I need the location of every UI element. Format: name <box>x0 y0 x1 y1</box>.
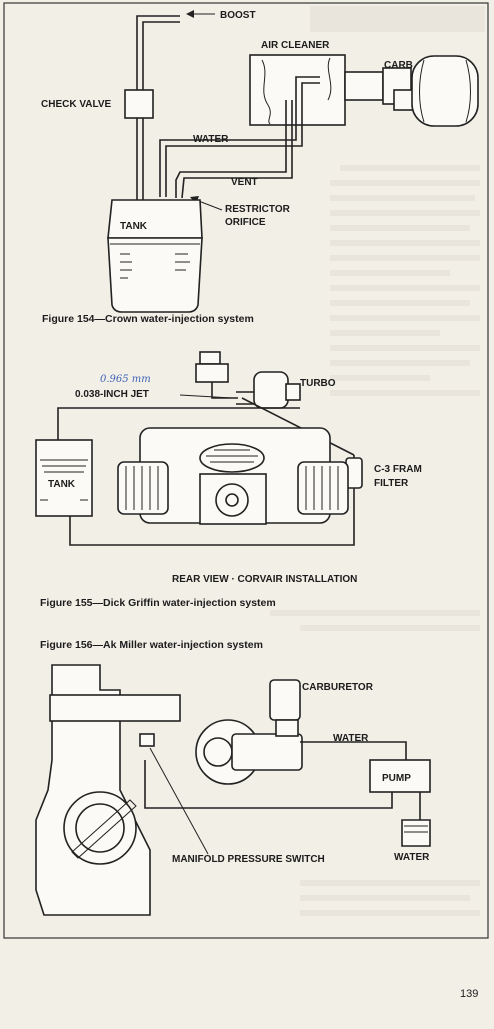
vent-line <box>175 100 287 198</box>
check-valve <box>124 89 154 119</box>
turbo-outlet <box>285 383 301 401</box>
figure-156-miller-system: Figure 156—Ak Miller water-injection sys… <box>35 639 431 916</box>
intake-manifold <box>49 694 181 722</box>
water-line-label: WATER <box>333 733 369 744</box>
tank-lid <box>107 199 203 239</box>
vent-label: VENT <box>231 177 258 188</box>
air-cleaner-crack <box>261 59 271 125</box>
turbo-outlet-pipe <box>231 733 303 771</box>
filter-label-line2: FILTER <box>374 478 409 489</box>
figure-156-caption: Figure 156—Ak Miller water-injection sys… <box>40 639 263 651</box>
carburetor-base <box>275 719 299 737</box>
water-label: WATER <box>193 134 229 145</box>
turbo-inlet-ring <box>203 737 233 767</box>
water-injection-line <box>300 741 407 760</box>
figure-154-crown-system: BOOST CHECK VALVE AIR CLEANER CARB WATER… <box>41 10 479 325</box>
carburetor-label: CARBURETOR <box>302 682 374 693</box>
turbo-inlet <box>236 391 254 405</box>
nozzle-body <box>195 363 229 383</box>
cooling-fan-blades <box>206 449 258 463</box>
return-line <box>69 455 355 546</box>
tank-155 <box>35 439 93 517</box>
turbo-label: TURBO <box>300 378 336 389</box>
carb-label: CARB <box>384 60 413 71</box>
vent-line-inner <box>181 100 293 199</box>
figure-155-caption: Figure 155—Dick Griffin water-injection … <box>40 597 276 609</box>
flywheel-bracket <box>71 799 137 859</box>
tank-155-water-marks <box>40 459 88 501</box>
crank-hub <box>225 493 239 507</box>
carb-drum-rib-2 <box>465 59 471 123</box>
filter-label-line1: C-3 FRAM <box>374 464 422 475</box>
boost-line-inner <box>142 21 180 95</box>
carburetor-body <box>269 679 301 721</box>
pump-label: PUMP <box>382 773 411 784</box>
jet-label: 0.038-INCH JET <box>75 389 149 400</box>
water-container <box>401 819 431 847</box>
air-cleaner-crack-2 <box>327 57 332 101</box>
restrictor-label: RESTRICTOR <box>225 204 291 215</box>
water-container-level <box>404 825 428 833</box>
figure-154-caption: Figure 154—Crown water-injection system <box>42 313 254 325</box>
water-supply-label: WATER <box>394 852 430 863</box>
carb-bowl <box>393 89 415 111</box>
bleed-through-text <box>270 6 485 916</box>
tank-155-label: TANK <box>48 479 76 490</box>
nozzle-cap <box>199 351 221 365</box>
water-line-inner <box>165 82 320 197</box>
handwritten-note: 0.965 mm <box>100 374 151 385</box>
boost-label: BOOST <box>220 10 256 21</box>
pump <box>369 759 431 793</box>
right-cooling-fins <box>305 466 339 510</box>
orifice-label: ORIFICE <box>225 217 266 228</box>
cooling-fan <box>199 443 265 473</box>
pressure-switch-leader <box>149 747 209 855</box>
check-valve-label: CHECK VALVE <box>41 99 112 110</box>
carb-drum-rib <box>419 59 425 123</box>
boost-line <box>136 15 180 95</box>
switch-wire <box>144 760 393 809</box>
rear-view-label: REAR VIEW · CORVAIR INSTALLATION <box>172 574 357 585</box>
pressure-switch <box>139 733 155 747</box>
figure-155-griffin-system: 0.965 mm 0.038-INCH JET TURBO C-3 FRAM F… <box>35 351 422 609</box>
nozzle-pipe <box>211 382 238 399</box>
tank-label: TANK <box>120 221 148 232</box>
turbo-body <box>253 371 289 409</box>
tank-water-marks <box>120 253 132 279</box>
page-number: 139 <box>460 988 478 1000</box>
carb-body <box>344 71 384 101</box>
water-line <box>159 76 320 197</box>
tank-water-marks-2 <box>175 253 190 271</box>
boost-arrow-head <box>186 10 194 18</box>
right-cylinder-head <box>297 461 349 515</box>
carb-drum <box>411 55 479 127</box>
tank-body <box>107 237 203 313</box>
pressure-switch-label: MANIFOLD PRESSURE SWITCH <box>172 854 325 865</box>
left-cooling-fins <box>125 466 159 510</box>
upper-line <box>57 407 300 440</box>
figure-frame <box>3 2 489 939</box>
air-cleaner <box>249 54 346 126</box>
left-cylinder-head <box>117 461 169 515</box>
air-cleaner-label: AIR CLEANER <box>261 40 330 51</box>
